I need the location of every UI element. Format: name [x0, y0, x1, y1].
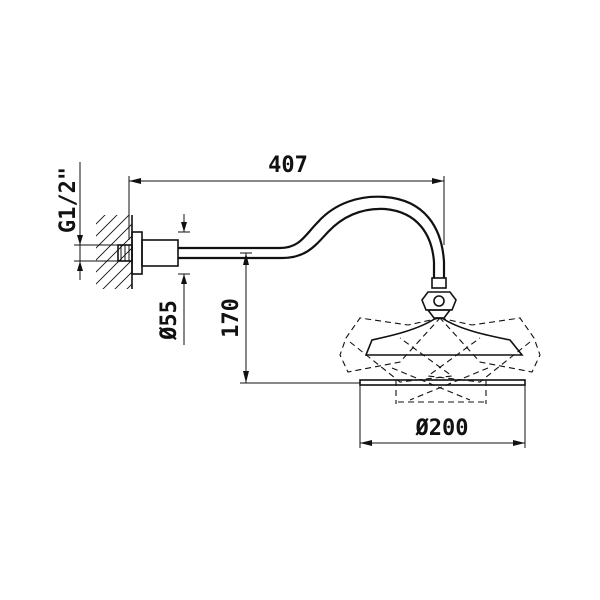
- dimension-label-drop-height: 170: [219, 298, 244, 338]
- dimension-label-thread: G1/2": [56, 167, 81, 233]
- shower-head: [359, 317, 526, 386]
- dimension-arm-length: 407: [128, 153, 445, 245]
- dimension-head-diameter: Ø200: [359, 385, 526, 448]
- shower-arm: [178, 195, 446, 278]
- dimension-label-head-diameter: Ø200: [415, 416, 469, 441]
- dimension-label-arm-length: 407: [268, 153, 308, 178]
- dimension-label-flange-diameter: Ø55: [157, 300, 182, 341]
- dimension-thread: G1/2": [56, 162, 118, 280]
- thread-connector: [117, 244, 133, 262]
- wall-flange: [131, 231, 179, 275]
- dimension-flange-diameter: Ø55: [157, 214, 190, 345]
- tilt-positions-dashed: [339, 317, 541, 404]
- swivel-joint: [421, 277, 457, 319]
- dimension-drop-height: 170: [219, 252, 360, 384]
